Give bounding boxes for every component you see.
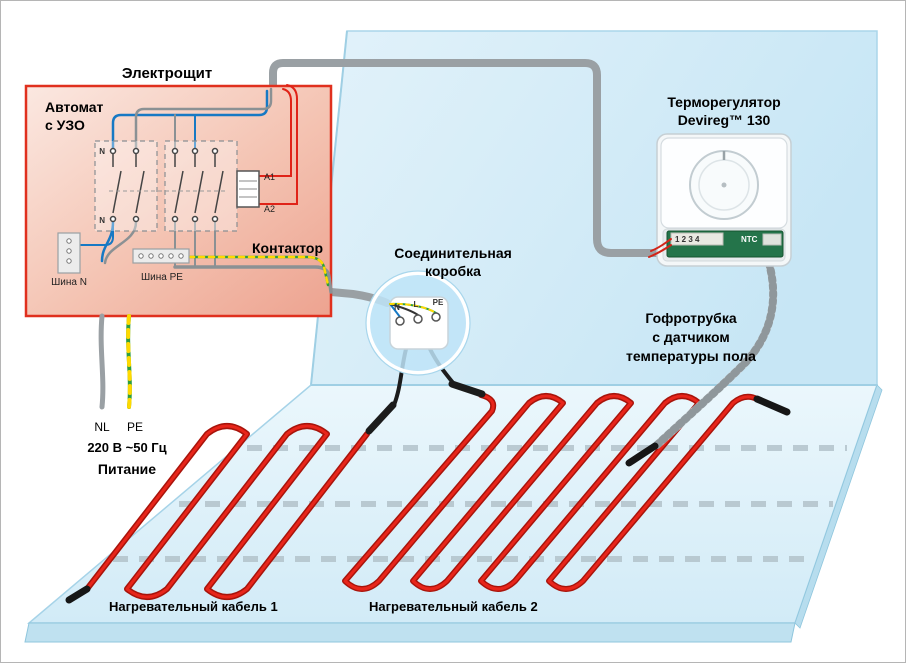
junction-box-bubble-rim <box>365 270 471 376</box>
contactor-block <box>109 140 260 232</box>
heating-cable-1 <box>65 423 370 604</box>
corrugated-tube-ribs <box>653 259 778 449</box>
terminal-pe-label: PE <box>433 298 444 307</box>
thermostat-label-line2: Devireg™ 130 <box>678 112 771 128</box>
wire-supply-line <box>103 220 138 265</box>
junction-terminals <box>395 312 441 326</box>
thermostat-device: 1 2 3 4 NTC <box>648 133 792 267</box>
power-cable-to-thermostat <box>269 59 669 257</box>
coil-a1-label: A1 <box>264 172 275 182</box>
corrugated-tube <box>625 259 778 467</box>
conduit-label-line3: температуры пола <box>626 348 756 364</box>
thermostat-wire-2 <box>648 244 672 258</box>
terminal-l-label: L <box>414 300 419 309</box>
supply-nl-wire <box>98 313 106 410</box>
panel-title: Электрощит <box>122 65 212 82</box>
wire-neutral-top <box>111 89 269 150</box>
conduit-label-line2: с датчиком <box>652 329 730 345</box>
floor-front-edge <box>24 622 796 643</box>
thermostat-wire-1 <box>650 238 672 252</box>
supply-nl-label: NL <box>94 420 110 434</box>
thermostat-terminals-label: 1 2 3 4 <box>675 235 700 244</box>
heating-cable-2-core <box>343 393 759 591</box>
heating-cable-1-label: Нагревательный кабель 1 <box>109 599 278 614</box>
rcd-block <box>94 140 158 232</box>
panel-wiring <box>79 84 333 294</box>
thermostat-label-line1: Терморегулятор <box>667 94 780 110</box>
cable-2-joint-sleeve <box>448 380 486 398</box>
thermostat-ntc-terminal <box>762 233 782 246</box>
contactor-label: Контактор <box>252 240 323 256</box>
terminal-l <box>413 314 423 324</box>
thermostat-dial-center <box>721 182 727 188</box>
thermostat-ntc-label: NTC <box>741 235 758 244</box>
wire-coil-a2 <box>258 84 298 205</box>
breaker-label-line2: с УЗО <box>45 117 85 133</box>
supply-pe-label: PE <box>127 420 143 434</box>
coil-a2-label: A2 <box>264 204 275 214</box>
bus-n <box>57 232 81 274</box>
terminal-pe <box>431 312 441 322</box>
junction-box-wires <box>389 302 437 318</box>
panel-box <box>24 84 333 318</box>
junction-label-line1: Соединительная <box>394 245 512 261</box>
wire-busn-link <box>79 221 114 246</box>
cable-1-joint-sleeve <box>365 401 397 435</box>
electrical-panel: N N A1 A2 Шина N Шина PE Автомат с УЗО К… <box>24 84 333 318</box>
supply-voltage: 220 В ~50 Гц <box>87 440 166 455</box>
rcd-n-top-label: N <box>99 147 105 156</box>
heating-cable-1-core <box>85 424 369 599</box>
junction-box: N L PE <box>365 270 471 376</box>
floor-sensor-tip <box>625 442 659 467</box>
heating-cable-2-label: Нагревательный кабель 2 <box>369 599 538 614</box>
rcd-n-bottom-label: N <box>99 216 105 225</box>
supply-title: Питание <box>98 461 156 477</box>
bus-pe <box>132 248 190 264</box>
wire-coil-a1 <box>258 88 292 177</box>
wire-line-top <box>134 87 273 150</box>
supply-pe-wire-stripe <box>126 314 132 409</box>
cable-1-end-seal <box>65 585 91 604</box>
cable-2-end-seal <box>753 395 791 416</box>
wire-pe-run-stripe <box>187 255 330 287</box>
junction-wire-pe-stripe <box>389 302 437 314</box>
bus-pe-label: Шина PE <box>141 272 183 283</box>
floor-right-edge <box>794 384 883 629</box>
rcd-poles <box>109 147 145 223</box>
supply <box>98 313 132 410</box>
terminal-n <box>395 316 405 326</box>
conduit-label-line1: Гофротрубка <box>645 310 736 326</box>
heating-cable-2 <box>342 392 791 592</box>
rcd-outline <box>94 140 158 232</box>
breaker-label-line1: Автомат <box>45 99 104 115</box>
terminal-n-label: N <box>394 303 400 312</box>
contactor-poles <box>171 147 224 223</box>
bus-n-label: Шина N <box>51 277 87 288</box>
junction-label-line2: коробка <box>425 263 481 279</box>
